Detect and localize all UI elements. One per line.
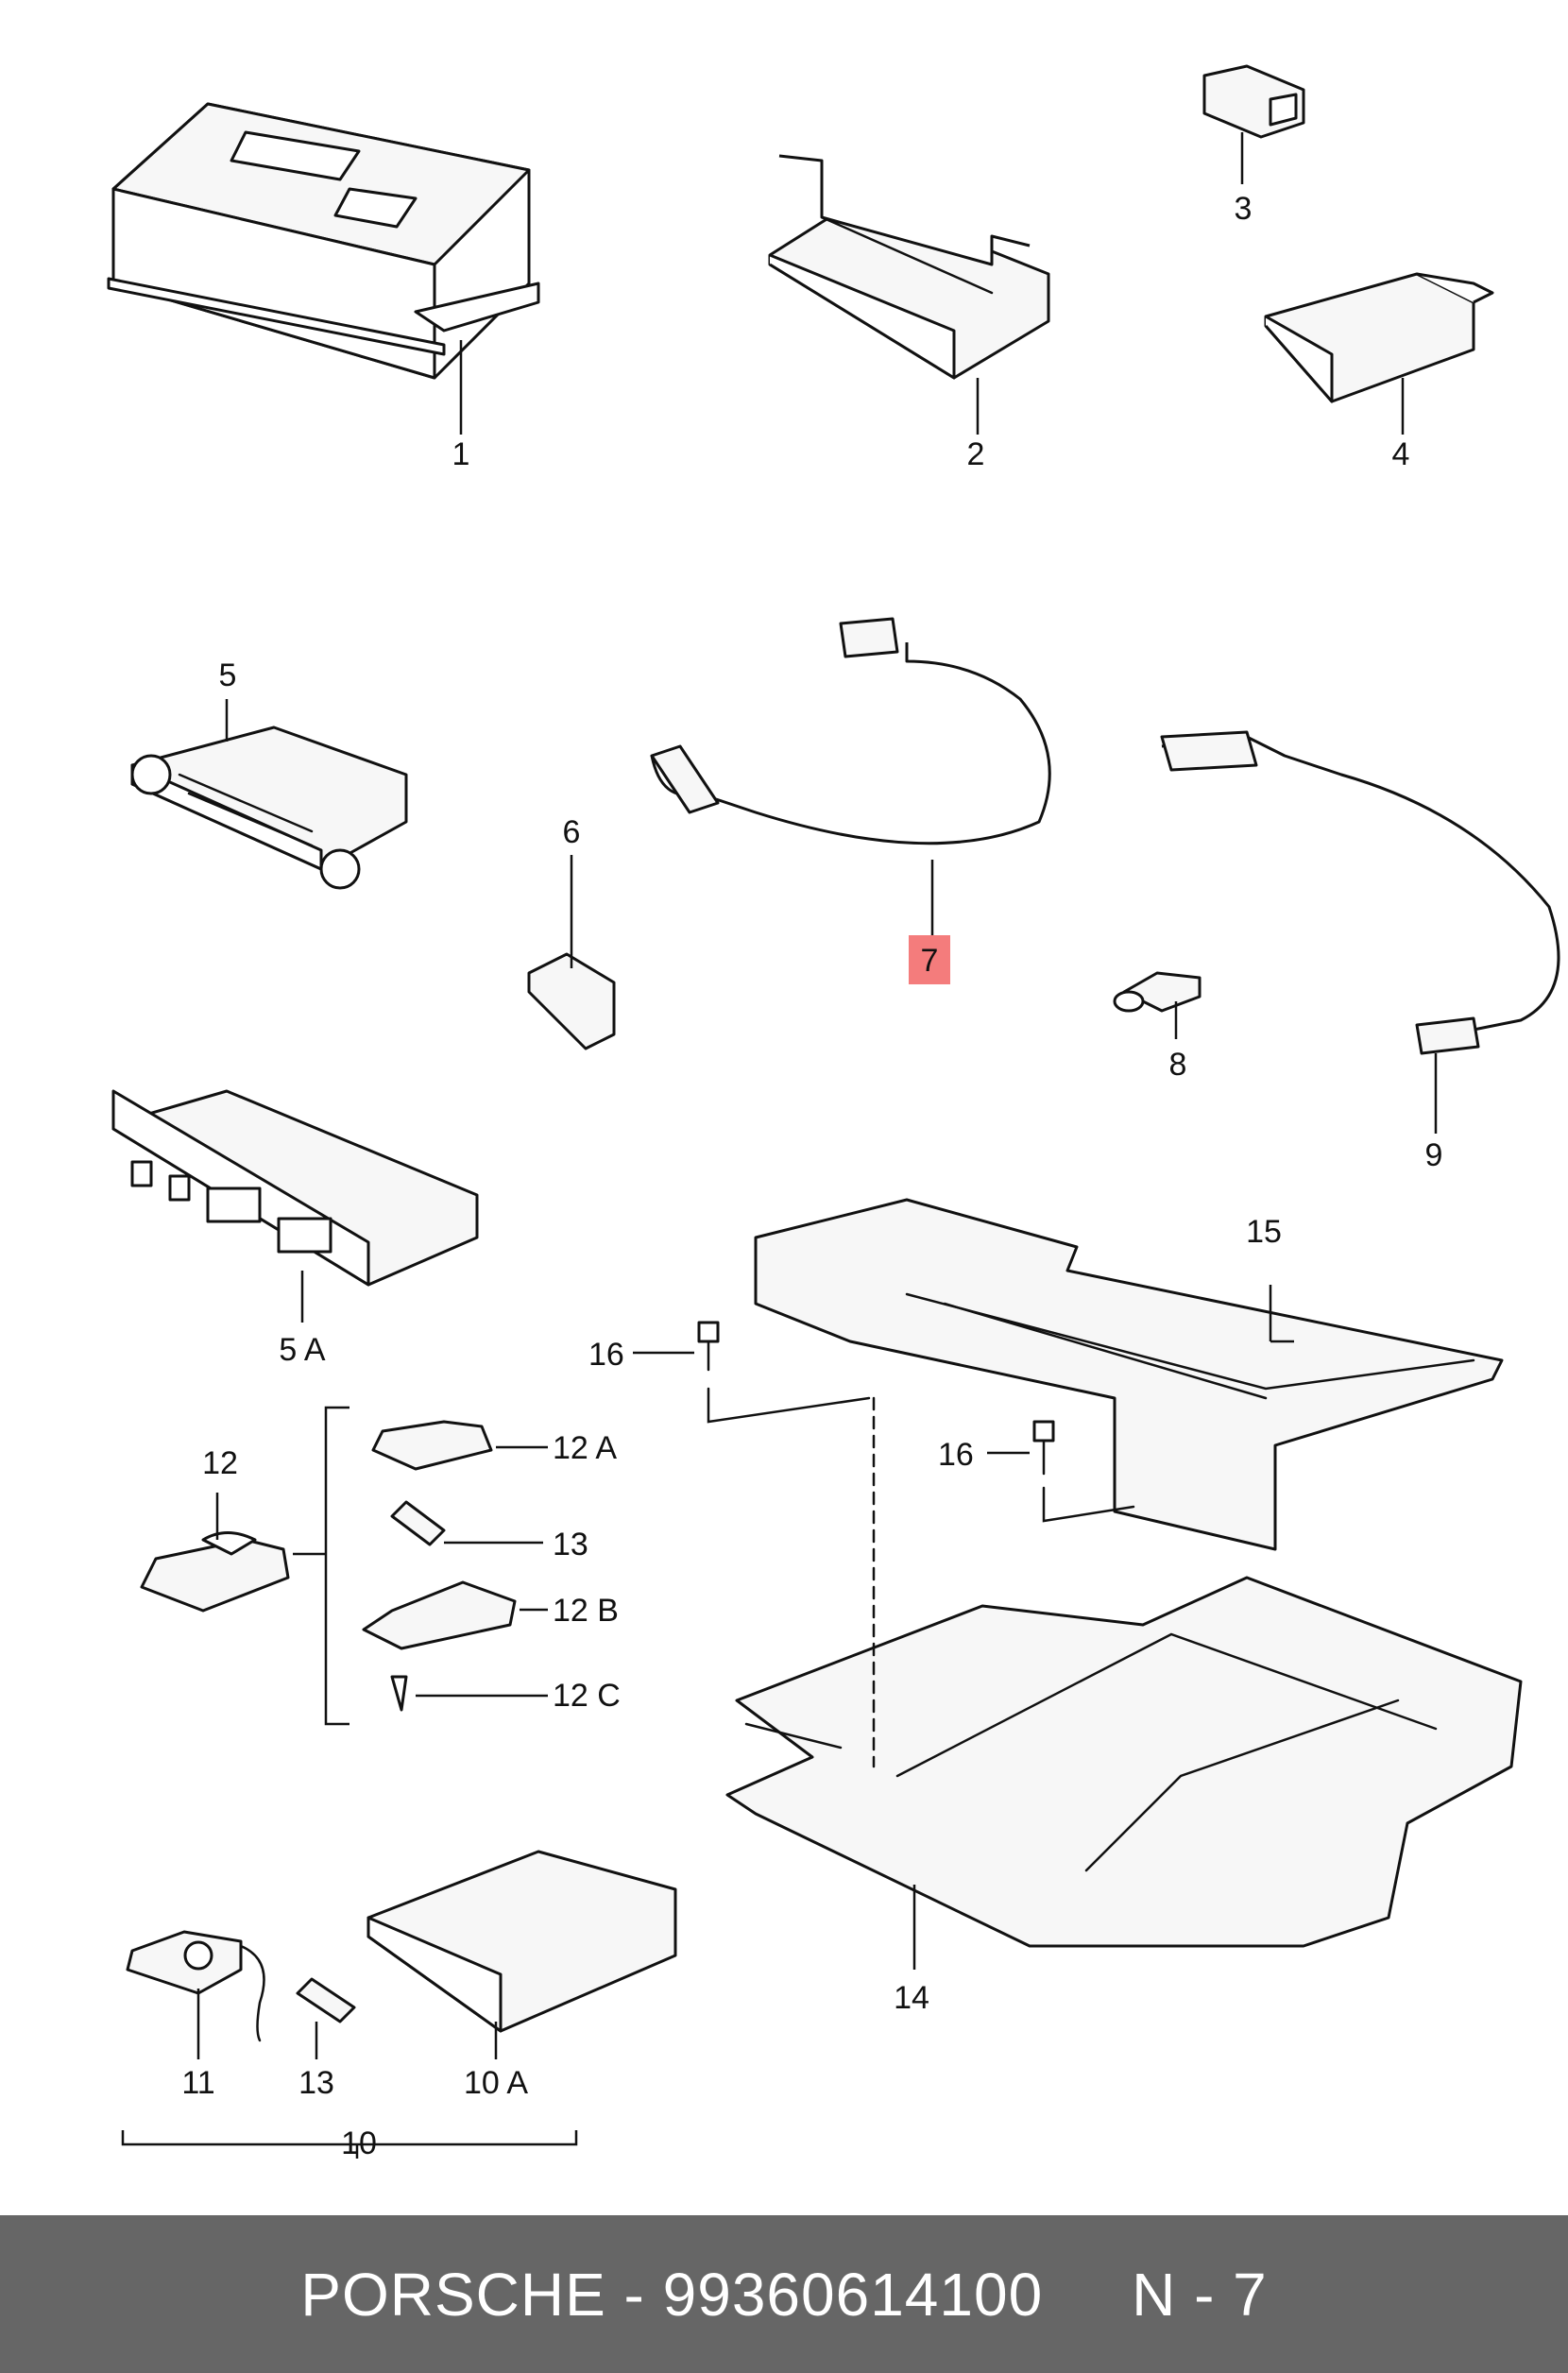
parts-diagram: 1 2 3 4 5 6 7 8 9 5 A 12 12 A 13 12 B 12… bbox=[107, 64, 1560, 2161]
footer-gap bbox=[1043, 2261, 1132, 2329]
callout-5: 5 bbox=[219, 657, 237, 693]
part-7-sensor-cable bbox=[650, 617, 1051, 935]
callout-12: 12 bbox=[202, 1445, 238, 1481]
callout-2: 2 bbox=[967, 436, 985, 472]
part-1-control-unit bbox=[107, 102, 540, 435]
callout-10a: 10 A bbox=[464, 2065, 528, 2101]
part-15-plate bbox=[754, 1198, 1504, 1551]
part-6-relay bbox=[527, 855, 616, 1050]
callout-16-lower: 16 bbox=[938, 1437, 974, 1473]
callout-11: 11 bbox=[181, 2065, 214, 2101]
part-9-sensor-cable bbox=[1160, 730, 1560, 1134]
callout-1: 1 bbox=[452, 436, 470, 472]
part-4-relay-box bbox=[1264, 272, 1494, 435]
callout-3: 3 bbox=[1235, 191, 1253, 227]
part-2-bracket-unit bbox=[768, 154, 1050, 435]
footer-separator: - bbox=[605, 2260, 663, 2329]
footer-part-number: 99360614100 bbox=[662, 2260, 1044, 2329]
part-12-group bbox=[140, 1406, 548, 1726]
callout-13-lower: 13 bbox=[298, 2065, 334, 2101]
footer-caption: PORSCHE - 99360614100 N - 7 bbox=[300, 2260, 1268, 2330]
callout-8: 8 bbox=[1169, 1047, 1187, 1083]
callout-7-highlight bbox=[909, 935, 950, 984]
callout-9: 9 bbox=[1425, 1137, 1443, 1173]
callout-12b: 12 B bbox=[553, 1593, 619, 1629]
part-8-bulb-holder bbox=[1113, 971, 1202, 1039]
part-14-floor-pan bbox=[725, 1396, 1523, 1970]
part-10-group bbox=[121, 1850, 677, 2159]
callout-7: 7 bbox=[921, 943, 939, 979]
part-3-connector-block bbox=[1202, 64, 1305, 184]
callout-6: 6 bbox=[563, 814, 581, 850]
callout-5a: 5 A bbox=[279, 1332, 325, 1368]
callout-10: 10 bbox=[341, 2125, 377, 2161]
callout-4: 4 bbox=[1392, 436, 1410, 472]
callout-16-upper: 16 bbox=[588, 1337, 624, 1373]
callout-13-upper: 13 bbox=[553, 1527, 588, 1562]
callout-15: 15 bbox=[1246, 1214, 1282, 1250]
part-5a-control-box bbox=[111, 1089, 479, 1323]
callout-14: 14 bbox=[894, 1980, 929, 2016]
callout-12c: 12 C bbox=[553, 1678, 621, 1714]
callout-12a: 12 A bbox=[553, 1430, 617, 1466]
footer-bar: PORSCHE - 99360614100 N - 7 bbox=[0, 2215, 1568, 2373]
part-5-module bbox=[130, 699, 408, 890]
footer-ref: N - 7 bbox=[1132, 2260, 1268, 2329]
part-16-bolts bbox=[633, 1321, 1135, 1523]
footer-brand: PORSCHE bbox=[300, 2260, 606, 2329]
